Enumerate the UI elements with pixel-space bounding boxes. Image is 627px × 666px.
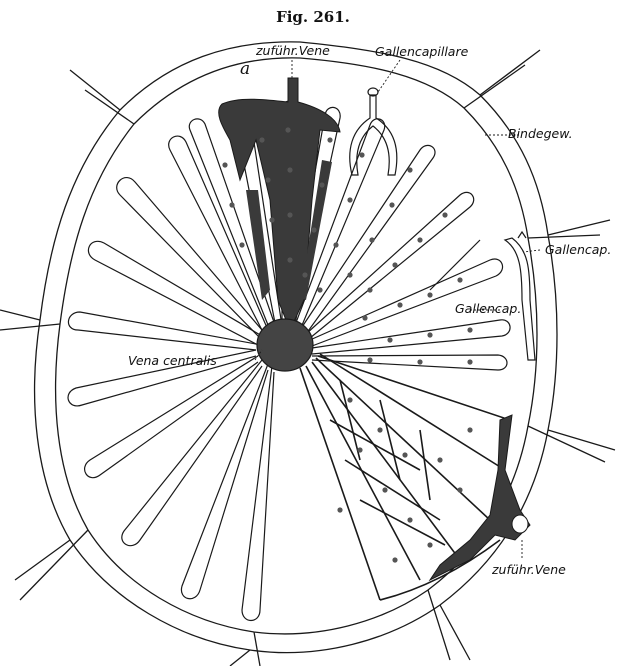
- figure-title: Fig. 261.: [276, 8, 350, 26]
- label-bile-capillary: Gallencapillare: [375, 44, 469, 59]
- label-bile-cap-inner: Gallencap.: [455, 301, 521, 316]
- bile-capillary-top: [350, 88, 397, 175]
- central-vein: [257, 319, 313, 371]
- label-vein-top: zuführ.Vene: [255, 43, 330, 58]
- portal-vein-injected-upper: [219, 78, 340, 330]
- label-bile-cap-right: Gallencap.: [545, 242, 611, 257]
- label-connective-tissue: Bindegew.: [508, 126, 573, 141]
- label-central-vein: Vena centralis: [128, 353, 217, 368]
- sinusoid-network-lower: [300, 354, 510, 600]
- label-vein-bottom: zuführ.Vene: [491, 562, 566, 577]
- hepatic-cords-left: [68, 136, 274, 620]
- portal-vein-injected-lower: [430, 415, 530, 580]
- label-a: a: [240, 59, 250, 79]
